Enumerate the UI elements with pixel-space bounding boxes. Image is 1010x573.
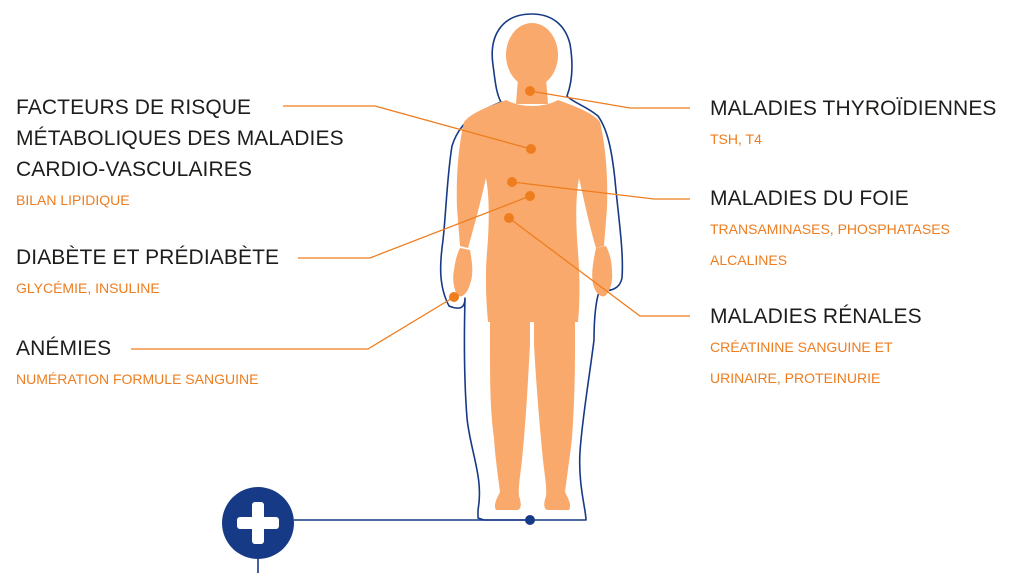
dot-foie bbox=[507, 177, 517, 187]
label-foie: MALADIES DU FOIE TRANSAMINASES, PHOSPHAT… bbox=[710, 183, 950, 276]
label-diabete: DIABÈTE ET PRÉDIABÈTE GLYCÉMIE, INSULINE bbox=[16, 242, 279, 304]
label-risque-title: FACTEURS DE RISQUE MÉTABOLIQUES DES MALA… bbox=[16, 92, 344, 185]
label-foie-title: MALADIES DU FOIE bbox=[710, 183, 950, 214]
label-thyroide-sub: TSH, T4 bbox=[710, 124, 997, 155]
label-renales-title: MALADIES RÉNALES bbox=[710, 301, 922, 332]
dot-renales bbox=[504, 213, 514, 223]
blue-dot bbox=[525, 515, 535, 525]
dot-anemies bbox=[449, 292, 459, 302]
label-risque: FACTEURS DE RISQUE MÉTABOLIQUES DES MALA… bbox=[16, 92, 344, 216]
plus-icon[interactable] bbox=[222, 487, 294, 559]
label-renales-sub: CRÉATININE SANGUINE ET URINAIRE, PROTEIN… bbox=[710, 332, 922, 394]
label-thyroide-title: MALADIES THYROÏDIENNES bbox=[710, 93, 997, 124]
plus-connector bbox=[258, 520, 530, 573]
body-silhouette bbox=[453, 23, 612, 510]
label-anemies-sub: NUMÉRATION FORMULE SANGUINE bbox=[16, 364, 258, 395]
dot-diabete bbox=[525, 191, 535, 201]
label-anemies: ANÉMIES NUMÉRATION FORMULE SANGUINE bbox=[16, 333, 258, 395]
label-renales: MALADIES RÉNALES CRÉATININE SANGUINE ET … bbox=[710, 301, 922, 394]
label-diabete-sub: GLYCÉMIE, INSULINE bbox=[16, 273, 279, 304]
label-diabete-title: DIABÈTE ET PRÉDIABÈTE bbox=[16, 242, 279, 273]
label-foie-sub: TRANSAMINASES, PHOSPHATASES ALCALINES bbox=[710, 214, 950, 276]
label-risque-sub: BILAN LIPIDIQUE bbox=[16, 185, 344, 216]
label-anemies-title: ANÉMIES bbox=[16, 333, 258, 364]
dot-risque bbox=[526, 144, 536, 154]
dot-thyroide bbox=[525, 86, 535, 96]
label-thyroide: MALADIES THYROÏDIENNES TSH, T4 bbox=[710, 93, 997, 155]
